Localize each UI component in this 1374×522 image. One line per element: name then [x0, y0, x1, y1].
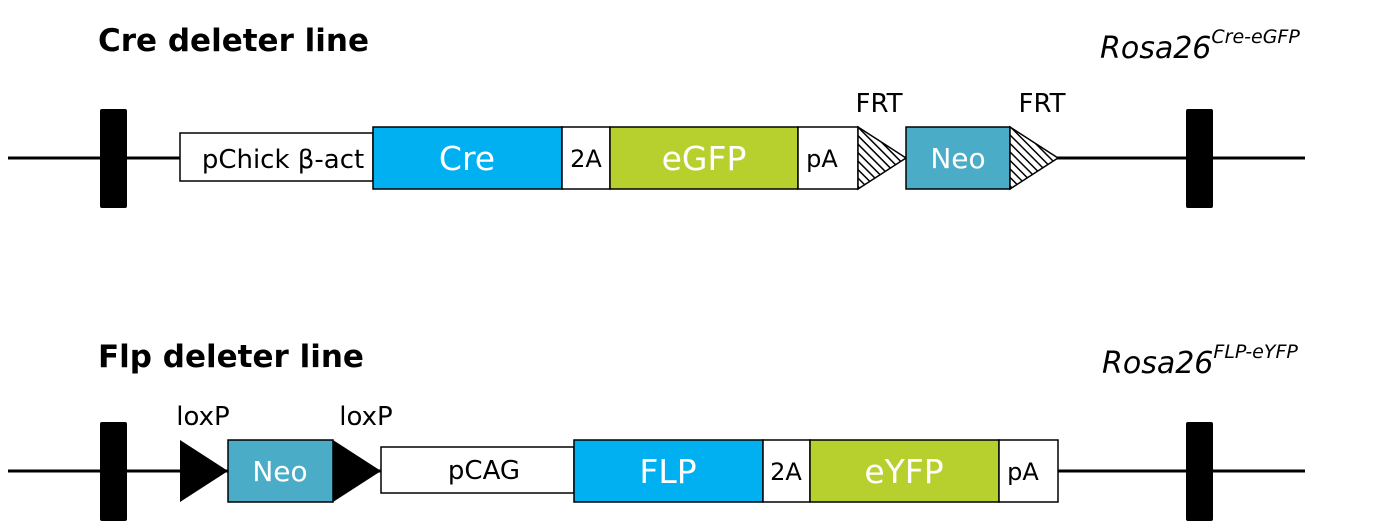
- cre-left-exon-block: [100, 109, 127, 208]
- cre-promoter-label: pChick β-act: [202, 145, 364, 175]
- cre-neo-box: [905, 126, 1011, 190]
- cre-allele-superscript: Cre-eGFP: [1211, 26, 1300, 48]
- flp-2a-box: [762, 439, 811, 503]
- flp-deleter-construct: Flp deleter line Rosa26FLP-eYFP loxP Neo…: [8, 339, 1305, 521]
- flp-reporter-label: eYFP: [864, 452, 943, 491]
- cre-frt-site-left: [857, 125, 908, 191]
- cre-2a-label: 2A: [570, 145, 602, 173]
- cre-deleter-construct: Cre deleter line Rosa26Cre-eGFP pChick β…: [8, 23, 1305, 208]
- flp-title: Flp deleter line: [98, 339, 364, 375]
- cre-right-exon-block: [1186, 109, 1213, 208]
- cre-frt-right-label: FRT: [1018, 89, 1065, 119]
- flp-loxp-site-right: [333, 440, 381, 502]
- flp-loxp-right-label: loxP: [339, 402, 392, 432]
- cre-allele-base: Rosa26: [1100, 31, 1211, 66]
- flp-loxp-site-left: [180, 440, 228, 502]
- flp-loxp-left-label: loxP: [176, 402, 229, 432]
- flp-allele-superscript: FLP-eYFP: [1213, 341, 1298, 363]
- flp-recombinase-label: FLP: [639, 452, 696, 491]
- flp-neo-box: [227, 439, 334, 503]
- cre-frt-left-label: FRT: [855, 89, 902, 119]
- cre-2a-box: [561, 126, 611, 190]
- cre-title: Cre deleter line: [98, 23, 369, 59]
- cre-recombinase-box: [372, 126, 563, 190]
- flp-right-exon-block: [1186, 422, 1213, 521]
- flp-neo-label: Neo: [252, 455, 307, 488]
- flp-promoter-label: pCAG: [448, 456, 520, 486]
- cre-neo-label: Neo: [930, 142, 985, 175]
- flp-polya-label: pA: [1007, 458, 1039, 486]
- flp-promoter-box: [380, 446, 575, 494]
- flp-polya-box: [998, 439, 1059, 503]
- cre-polya-label: pA: [806, 145, 838, 173]
- flp-allele-name: Rosa26FLP-eYFP: [1102, 341, 1298, 381]
- cre-frt-site-right: [1009, 125, 1060, 191]
- flp-recombinase-box: [573, 439, 764, 503]
- flp-allele-base: Rosa26: [1102, 346, 1213, 381]
- flp-2a-label: 2A: [770, 458, 802, 486]
- flp-reporter-box: [809, 439, 1000, 503]
- cre-reporter-label: eGFP: [662, 139, 747, 178]
- cre-recombinase-label: Cre: [439, 139, 495, 178]
- cre-allele-name: Rosa26Cre-eGFP: [1100, 26, 1300, 66]
- flp-left-exon-block: [100, 422, 127, 521]
